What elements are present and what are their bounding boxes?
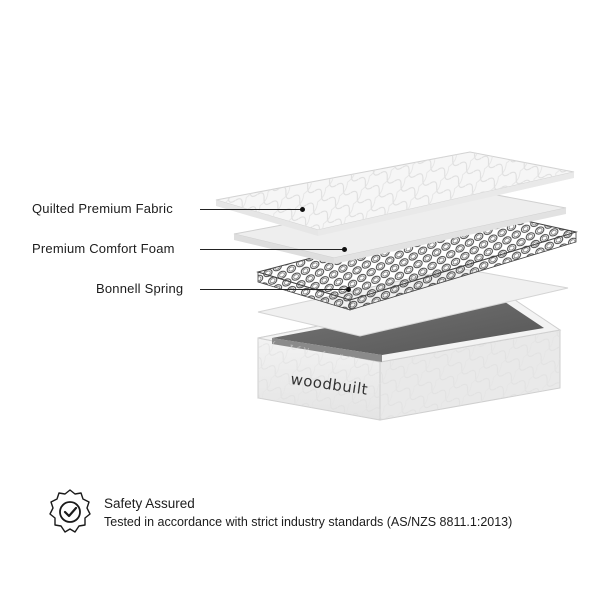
leader-line-foam bbox=[200, 249, 344, 250]
leader-dot-spring bbox=[346, 287, 351, 292]
layer-label-foam: Premium Comfort Foam bbox=[32, 241, 175, 256]
safety-title: Safety Assured bbox=[104, 496, 195, 511]
leader-line-fabric bbox=[200, 209, 302, 210]
leader-line-spring bbox=[200, 289, 348, 290]
layer-label-fabric: Quilted Premium Fabric bbox=[32, 201, 173, 216]
leader-dot-foam bbox=[342, 247, 347, 252]
mattress-base bbox=[257, 289, 562, 421]
safety-description: Tested in accordance with strict industr… bbox=[104, 515, 513, 529]
leader-dot-fabric bbox=[300, 207, 305, 212]
shield-check-icon bbox=[49, 489, 91, 533]
layer-label-spring: Bonnell Spring bbox=[96, 281, 184, 296]
